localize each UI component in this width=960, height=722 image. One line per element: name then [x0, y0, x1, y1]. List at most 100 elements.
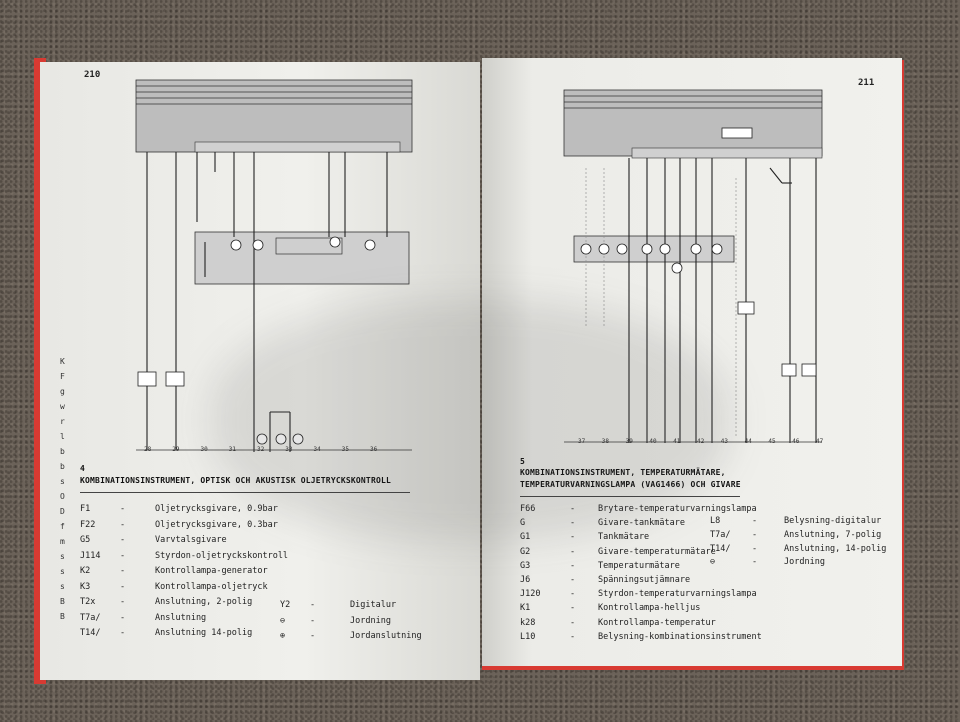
legend-row: G2-Givare-temperaturmätare — [520, 547, 780, 559]
legend-desc: Anslutning — [155, 612, 207, 623]
right-title-rule — [520, 496, 740, 497]
column-number: 37 — [578, 438, 586, 445]
legend-desc: Givare-tankmätare — [598, 518, 685, 529]
legend-code: G2 — [520, 546, 531, 557]
edge-letter: O — [60, 492, 65, 501]
edge-letter: s — [60, 552, 65, 561]
legend-row: T14/-Anslutning, 14-polig — [710, 544, 902, 556]
legend-row: T2x-Anslutning, 2-polig — [80, 597, 340, 609]
column-number: 38 — [601, 438, 610, 445]
photo-shadow — [210, 300, 730, 540]
legend-dash: - — [570, 518, 576, 529]
column-number: 47 — [816, 438, 824, 445]
legend-dash: - — [570, 631, 576, 642]
right-section-number: 5 — [520, 457, 525, 466]
column-number: 41 — [673, 438, 681, 445]
left-section-title: KOMBINATIONSINSTRUMENT, OPTISK OCH AKUST… — [80, 476, 392, 485]
column-number: 42 — [697, 438, 705, 445]
legend-dash: - — [570, 560, 576, 571]
legend-dash: - — [120, 550, 126, 561]
legend-code: T14/ — [80, 628, 101, 638]
edge-letter: s — [60, 567, 65, 576]
legend-row: Y2 - Digitalur — [280, 600, 480, 612]
column-number: 45 — [768, 438, 776, 445]
edge-letter: f — [60, 522, 65, 531]
right-section-title-line2: TEMPERATURVARNINGSLAMPA (VAG1466) OCH GI… — [520, 480, 741, 489]
column-number: 29 — [172, 446, 180, 453]
legend-dash: - — [120, 566, 126, 576]
edge-letter: w — [60, 402, 65, 411]
legend-dash: - — [120, 535, 126, 545]
legend-dash: - — [570, 504, 576, 514]
legend-code: k28 — [520, 617, 536, 628]
legend-row: K2-Kontrollampa-generator — [80, 566, 340, 578]
edge-letter: B — [60, 612, 65, 621]
column-number: 31 — [228, 446, 236, 453]
legend-dash: - — [120, 504, 126, 514]
column-number: 33 — [285, 446, 293, 453]
legend-dash: - — [570, 603, 576, 614]
legend-code: ⊖ — [710, 557, 716, 568]
legend-desc: Belysning-digitalur — [784, 516, 882, 526]
right-page: 211 — [482, 58, 902, 666]
legend-row: G1-Tankmätare — [520, 532, 780, 544]
legend-dash: - — [310, 600, 316, 610]
legend-desc: Digitalur — [350, 600, 397, 610]
legend-row: T7a/-Anslutning — [80, 613, 340, 625]
left-section-number: 4 — [80, 464, 85, 473]
column-number: 30 — [200, 446, 208, 453]
right-wiring-diagram — [563, 89, 823, 443]
legend-desc: Jordanslutning — [350, 631, 422, 641]
legend-code: T14/ — [710, 543, 731, 554]
legend-dash: - — [120, 628, 126, 638]
legend-code: G3 — [520, 560, 531, 571]
right-section-title-line1: KOMBINATIONSINSTRUMENT, TEMPERATURMÄTARE… — [520, 468, 726, 477]
legend-row: G5-Varvtalsgivare — [80, 535, 340, 547]
legend-desc: Spänningsutjämnare — [598, 575, 691, 585]
edge-letter: s — [60, 477, 65, 486]
legend-code: G5 — [80, 535, 91, 545]
legend-code: J6 — [520, 575, 531, 585]
legend-code: F1 — [80, 504, 91, 514]
column-number: 40 — [649, 438, 657, 445]
legend-code: L10 — [520, 631, 536, 642]
legend-desc: Oljetrycksgivare, 0.3bar — [155, 519, 278, 530]
legend-row: G-Givare-tankmätare — [520, 518, 780, 530]
legend-code: L8 — [710, 516, 721, 526]
legend-desc: Anslutning, 14-polig — [784, 543, 887, 554]
legend-code: K3 — [80, 581, 91, 592]
edge-letter: r — [60, 417, 65, 426]
left-page-number: 210 — [84, 70, 101, 80]
column-number: 39 — [625, 438, 633, 445]
legend-desc: Anslutning, 7-polig — [784, 529, 882, 540]
legend-code: K1 — [520, 603, 531, 614]
legend-desc: Givare-temperaturmätare — [598, 546, 716, 557]
legend-row: F66-Brytare-temperaturvarningslampa — [520, 504, 780, 516]
legend-row: k28-Kontrollampa-temperatur — [520, 618, 780, 630]
legend-desc: Oljetrycksgivare, 0.9bar — [155, 504, 278, 514]
legend-code: Y2 — [280, 600, 291, 610]
legend-row: ⊕-Jordanslutning — [280, 631, 480, 643]
edge-letter: l — [60, 432, 65, 441]
legend-desc: Brytare-temperaturvarningslampa — [598, 504, 757, 514]
edge-letter: g — [60, 387, 65, 396]
legend-row: ⊖-Jordning — [280, 616, 480, 628]
legend-desc: Jordning — [350, 615, 391, 626]
column-number: 34 — [313, 446, 321, 453]
legend-dash: - — [752, 529, 758, 540]
legend-code: T7a/ — [710, 529, 731, 540]
column-number: 46 — [792, 438, 800, 445]
legend-dash: - — [570, 532, 576, 543]
legend-desc: Temperaturmätare — [598, 560, 680, 571]
legend-desc: Kontrollampa-oljetryck — [155, 581, 268, 592]
legend-desc: Anslutning 14-polig — [155, 628, 253, 638]
right-page-number: 211 — [858, 78, 875, 88]
legend-row: K3-Kontrollampa-oljetryck — [80, 582, 340, 594]
legend-dash: - — [310, 631, 316, 641]
legend-dash: - — [570, 589, 576, 600]
column-number: 28 — [144, 446, 152, 453]
column-number: 36 — [370, 446, 378, 453]
legend-row: G3 - Temperaturmätare — [520, 561, 780, 573]
legend-code: ⊖ — [280, 615, 286, 626]
